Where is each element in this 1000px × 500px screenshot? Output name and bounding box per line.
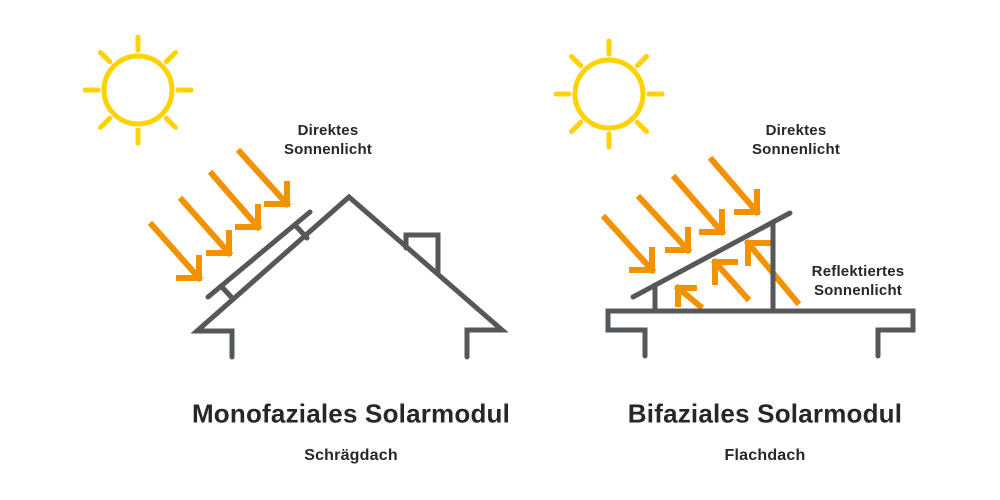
pitched-roof-house-with-solar-panel-icon (190, 193, 509, 360)
title-monofacial: Monofaziales Solarmodul (191, 398, 511, 429)
flat-roof-with-tilted-bifacial-panel-icon (605, 210, 916, 359)
panel-mount (218, 283, 236, 302)
direct-sunlight-label-right: Direktes Sonnenlicht (751, 122, 841, 158)
roof-outline (190, 193, 509, 360)
direct-sunlight-arrows-icon (600, 155, 762, 275)
chimney (403, 232, 441, 277)
direct-sunlight-arrows-icon (147, 147, 292, 283)
figure-monofacial (82, 34, 509, 360)
sun-icon (82, 34, 194, 146)
reflected-sunlight-label: Reflektiertes Sonnenlicht (811, 263, 905, 299)
solar-panel (630, 210, 793, 300)
panel-mount (292, 222, 310, 241)
title-bifacial: Bifaziales Solarmodul (627, 398, 903, 429)
figure-bifacial (553, 38, 916, 359)
flat-roof-outline (605, 308, 916, 359)
sun-icon (553, 38, 665, 150)
reflected-sunlight-arrows-icon (673, 238, 802, 311)
subtitle-schraegdach: Schrägdach (304, 447, 398, 464)
direct-sunlight-label-left: Direktes Sonnenlicht (283, 122, 373, 158)
subtitle-flachdach: Flachdach (724, 447, 806, 464)
